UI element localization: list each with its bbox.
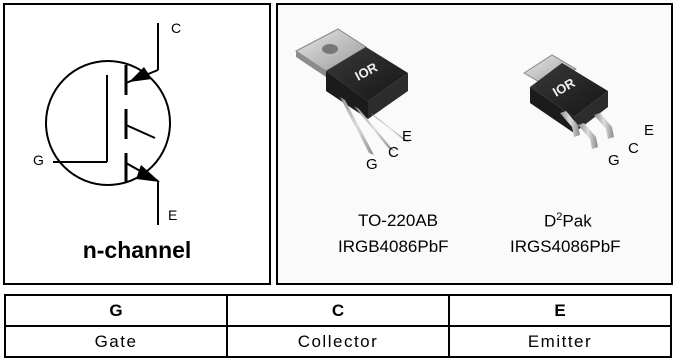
to-220ab-package-image: IOR: [295, 28, 410, 155]
header-collector: C: [226, 294, 450, 327]
channel-type-label: n-channel: [82, 237, 192, 263]
d2pak-emitter-pin-label: E: [644, 122, 655, 139]
table-row: Gate Collector Emitter: [4, 325, 672, 358]
to220-gate-pin-label: G: [366, 156, 378, 173]
desc-emitter: Emitter: [448, 325, 672, 358]
packages-panel: IOR IOR G C E G C E TO-220AB IRGB4086PbF…: [276, 3, 673, 285]
to220-part-number: IRGB4086PbF: [338, 237, 449, 256]
table-header-row: G C E: [4, 294, 672, 327]
igbt-symbol-panel: C G E n-channel: [3, 3, 271, 285]
to220-emitter-pin-label: E: [402, 128, 413, 145]
d2pak-package-image: IOR: [523, 54, 614, 149]
symbol-circle: [45, 60, 171, 186]
d2pak-package-name: D2Pak: [544, 211, 592, 231]
d2pak-gate-pin-label: G: [608, 152, 620, 169]
collector-label: C: [171, 20, 182, 36]
package-drawings: IOR IOR: [295, 28, 614, 155]
collector-arrow: [129, 67, 152, 82]
igbt-schematic-symbol: [45, 23, 171, 225]
header-gate: G: [4, 294, 228, 327]
header-emitter: E: [448, 294, 672, 327]
emitter-arrow: [136, 165, 160, 182]
to220-collector-pin-label: C: [388, 144, 399, 161]
emitter-label: E: [168, 207, 178, 223]
d2pak-collector-pin-label: C: [628, 140, 639, 157]
gate-label: G: [33, 152, 44, 168]
d2pak-part-number: IRGS4086PbF: [510, 237, 621, 256]
pin-assignment-table: G C E Gate Collector Emitter: [4, 294, 672, 358]
to220-package-name: TO-220AB: [358, 211, 439, 230]
desc-collector: Collector: [226, 325, 450, 358]
desc-gate: Gate: [4, 325, 228, 358]
